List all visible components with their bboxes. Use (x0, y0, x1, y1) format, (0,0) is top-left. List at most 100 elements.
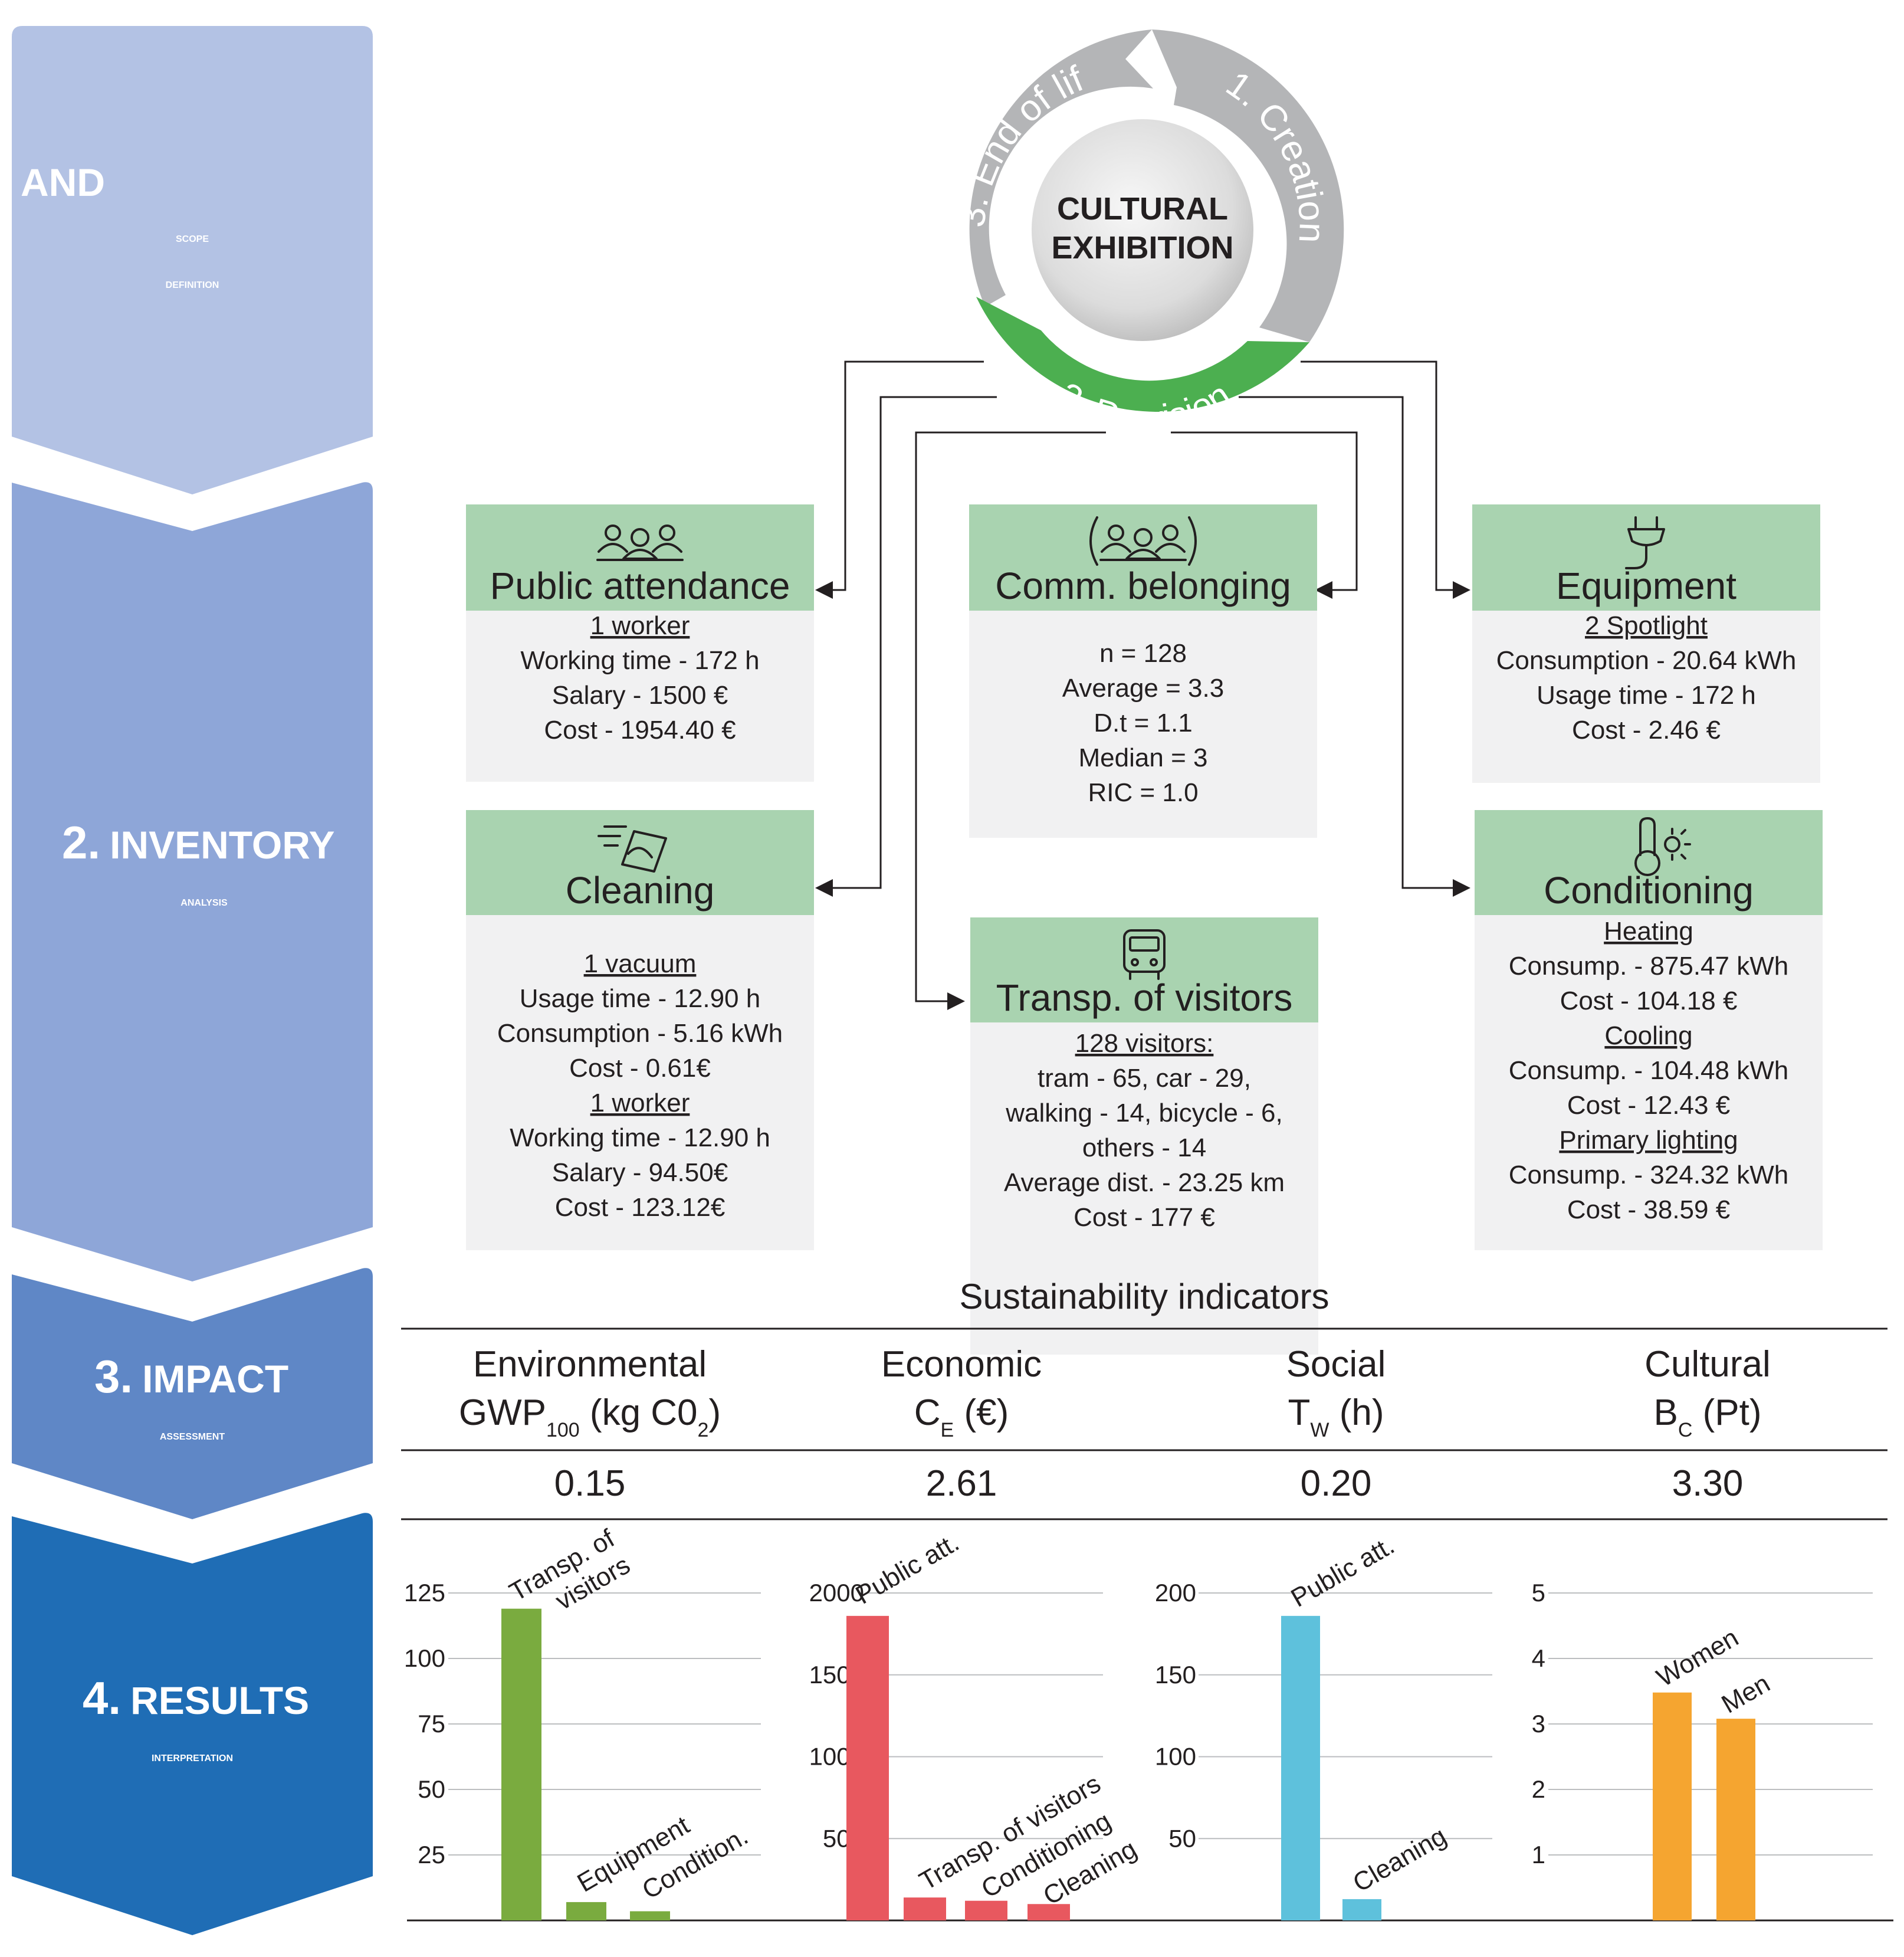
people-icon (596, 525, 684, 561)
box-line: Working time - 12.90 h (510, 1123, 770, 1152)
box-line: Cost - 2.46 € (1572, 716, 1721, 745)
box-title: Comm. belonging (995, 565, 1291, 607)
box-line: Average dist. - 23.25 km (1004, 1168, 1285, 1197)
bar (846, 1615, 889, 1920)
indicator-name: Cultural (1644, 1344, 1771, 1385)
box-body (969, 611, 1317, 838)
y-tick-label: 5 (1532, 1579, 1545, 1607)
indicator-symbol: BC (Pt) (1653, 1392, 1761, 1441)
connector-equipment (1301, 360, 1470, 599)
box-subheading: 1 worker (590, 1089, 690, 1117)
connector-transport (915, 431, 1106, 1010)
box-subheading: Primary lighting (1559, 1126, 1738, 1155)
indicator-name: Economic (881, 1344, 1042, 1385)
indicator-value: 3.30 (1672, 1463, 1744, 1504)
y-tick-label: 25 (418, 1841, 445, 1869)
connector-cleaning (815, 396, 997, 897)
box-line: Cost - 104.18 € (1560, 986, 1738, 1015)
box-header (466, 810, 814, 915)
box-line: Working time - 172 h (520, 646, 759, 675)
stage-shape (12, 1268, 373, 1519)
bar (1342, 1899, 1381, 1920)
indicator-name: Social (1286, 1344, 1386, 1385)
box-line: Cost - 177 € (1074, 1203, 1215, 1232)
bar-label: Women (1652, 1623, 1744, 1693)
community-icon (1089, 516, 1197, 566)
y-tick-label: 100 (1155, 1743, 1196, 1771)
y-tick-label: 50 (1168, 1824, 1196, 1852)
box-body (970, 1022, 1318, 1355)
indicator-name: Environmental (473, 1344, 707, 1385)
center-circle (1032, 119, 1253, 341)
box-title: Conditioning (1544, 869, 1754, 912)
box-title: Cleaning (566, 869, 715, 912)
box-line: D.t = 1.1 (1094, 709, 1193, 737)
bar (630, 1911, 670, 1920)
y-tick-label: 75 (418, 1710, 445, 1738)
y-tick-label: 200 (1155, 1579, 1196, 1607)
stage-impact: 3.IMPACT ASSESSMENT (12, 1268, 373, 1519)
y-tick-label: 3 (1532, 1710, 1545, 1738)
bar (904, 1897, 946, 1920)
connector-public-attendance (815, 360, 984, 599)
box-line: Salary - 94.50€ (552, 1158, 728, 1187)
box-line: Median = 3 (1079, 743, 1208, 772)
indicator-symbol: CE (€) (914, 1392, 1009, 1441)
box-line: Cost - 0.61€ (569, 1054, 711, 1083)
bar-label: Cleaning (1348, 1821, 1452, 1897)
box-title: Public attendance (490, 565, 790, 607)
svg-text:4.RESULTS: 4.RESULTS (83, 1672, 309, 1724)
box-line: others - 14 (1082, 1133, 1206, 1162)
y-tick-label: 50 (418, 1775, 445, 1803)
stage-goal-scope: 1.GOAL AND SCOPE DEFINITION (0, 26, 373, 494)
box-body (466, 915, 814, 1250)
center-label: EXHIBITION (1051, 230, 1233, 265)
box-line: Average = 3.3 (1062, 674, 1224, 703)
y-tick-label: 2000 (809, 1579, 864, 1607)
stage-line: INTERPRETATION (152, 1753, 233, 1763)
box-line: RIC = 1.0 (1088, 778, 1198, 807)
box-subheading: 2 Spotlight (1585, 611, 1708, 640)
indicator-value: 2.61 (926, 1463, 997, 1504)
stage-results: 4.RESULTS INTERPRETATION (12, 1513, 373, 1935)
y-tick-label: 4 (1532, 1644, 1545, 1672)
box-body (1475, 915, 1823, 1250)
box-title: Equipment (1556, 565, 1736, 607)
box-line: n = 128 (1099, 639, 1187, 668)
y-tick-label: 100 (404, 1644, 445, 1672)
box-body (1472, 611, 1820, 783)
center-label: CULTURAL (1057, 191, 1228, 227)
connector-comm-belonging (1171, 431, 1358, 599)
box-line: walking - 14, bicycle - 6, (1005, 1099, 1283, 1127)
bar-label: Public att. (1286, 1531, 1400, 1613)
y-tick-label: 125 (404, 1579, 445, 1607)
box-header (970, 917, 1318, 1022)
box-line: Cost - 123.12€ (555, 1193, 726, 1222)
box-line: Consump. - 875.47 kWh (1509, 952, 1788, 981)
box-title: Transp. of visitors (996, 976, 1293, 1019)
y-tick-label: 1 (1532, 1841, 1545, 1869)
svg-text:3.IMPACT: 3.IMPACT (94, 1350, 288, 1402)
box-subheading: Cooling (1604, 1021, 1692, 1050)
box-line: Cost - 1954.40 € (544, 716, 736, 745)
box-line: tram - 65, car - 29, (1038, 1064, 1251, 1093)
connectors (815, 360, 1470, 1010)
bar (501, 1608, 541, 1920)
stage-line: INVENTORY (110, 823, 334, 867)
box-line: Usage time - 12.90 h (520, 984, 760, 1013)
bar (566, 1902, 606, 1920)
stage-line: GOAL AND (0, 160, 105, 204)
plug-icon (1625, 516, 1665, 569)
box-line: Cost - 38.59 € (1567, 1195, 1730, 1224)
bar (965, 1900, 1007, 1920)
